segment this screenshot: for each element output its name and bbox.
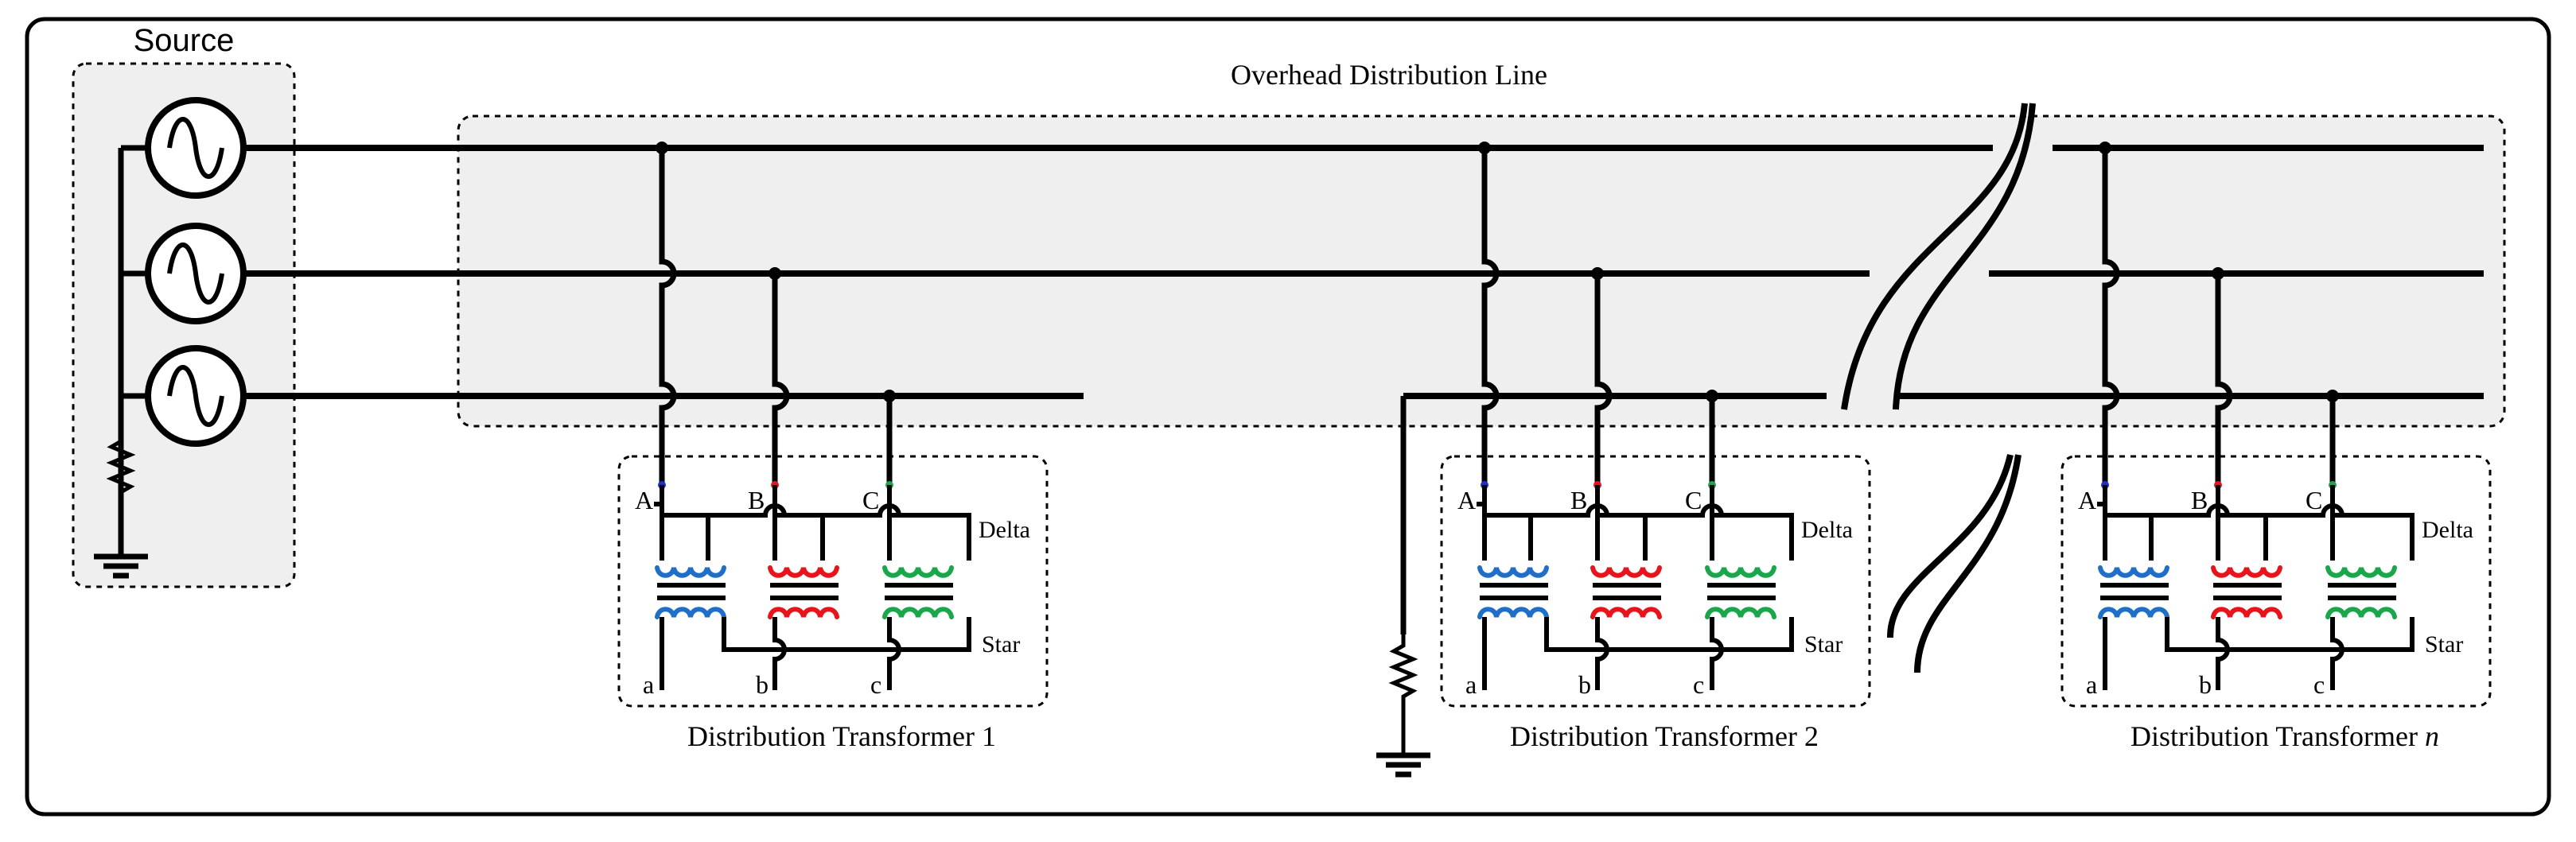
winding-coil <box>2211 565 2282 578</box>
feeder-lines <box>243 145 2484 399</box>
transformer-title: Distribution Transformer 1 <box>687 720 996 752</box>
winding-coil <box>1590 565 1662 578</box>
winding-coil <box>655 607 726 619</box>
winding-coil <box>882 607 954 619</box>
primary-label-a: A <box>1457 486 1476 514</box>
sine-wave-icon <box>167 365 224 427</box>
transformer-title: Distribution Transformer 2 <box>1510 720 1819 752</box>
tap-junction <box>1478 142 1491 154</box>
transformer-box <box>2060 455 2492 708</box>
primary-label-a: A <box>2078 486 2096 514</box>
winding-coil <box>882 565 954 578</box>
transformer-box <box>617 455 1049 708</box>
primary-label-a: A <box>635 486 653 514</box>
tap-junction <box>2099 142 2111 154</box>
resistor-icon <box>106 429 136 557</box>
star-label: Star <box>2425 631 2463 658</box>
tap-junction <box>1706 390 1718 402</box>
tap-junction <box>769 267 781 280</box>
winding-coil <box>768 607 839 619</box>
primary-label-b: B <box>1570 486 1587 514</box>
primary-label-b: B <box>748 486 765 514</box>
tap-junction <box>1591 267 1604 280</box>
sine-wave-icon <box>167 243 224 305</box>
winding-coil <box>655 565 726 578</box>
secondary-label-a: a <box>2086 670 2097 699</box>
ground-icon <box>94 553 148 579</box>
secondary-label-a: a <box>1465 670 1477 699</box>
primary-label-c: C <box>1685 486 1702 514</box>
source-title: Source <box>134 23 235 58</box>
line-break-symbol <box>1841 103 2036 673</box>
delta-label: Delta <box>2422 517 2473 543</box>
transformer-box <box>1440 455 1871 708</box>
source-generators <box>94 97 247 579</box>
secondary-label-a: a <box>643 670 654 699</box>
winding-coil <box>2098 607 2169 619</box>
tap-junction <box>2326 390 2339 402</box>
secondary-label-c: c <box>870 670 881 699</box>
secondary-label-b: b <box>2199 670 2212 699</box>
delta-label: Delta <box>1801 517 1853 543</box>
winding-coil <box>2211 607 2282 619</box>
generator-b <box>145 223 247 324</box>
secondary-label-b: b <box>1578 670 1591 699</box>
secondary-label-c: c <box>2313 670 2325 699</box>
winding-coil <box>2325 607 2397 619</box>
tap-junction <box>656 142 668 154</box>
delta-label: Delta <box>979 517 1030 543</box>
star-label: Star <box>1804 631 1843 658</box>
transformer-title: Distribution Transformer n <box>2130 720 2439 752</box>
generator-a <box>145 97 247 199</box>
secondary-label-c: c <box>1693 670 1704 699</box>
winding-coil <box>1477 607 1549 619</box>
resistor-icon <box>1388 634 1418 755</box>
overhead-line-title: Overhead Distribution Line <box>1231 59 1547 91</box>
primary-label-c: C <box>2306 486 2322 514</box>
generator-c <box>145 345 247 447</box>
winding-coil <box>2325 565 2397 578</box>
tap-junction <box>883 390 896 402</box>
secondary-label-b: b <box>756 670 769 699</box>
winding-coil <box>2098 565 2169 578</box>
winding-coil <box>1590 607 1662 619</box>
neutral-ground-2 <box>1376 396 1430 778</box>
winding-coil <box>1705 565 1776 578</box>
star-label: Star <box>982 631 1020 658</box>
winding-coil <box>1705 607 1776 619</box>
sine-wave-icon <box>167 117 224 179</box>
ground-icon <box>1376 752 1430 778</box>
primary-label-b: B <box>2191 486 2208 514</box>
winding-coil <box>768 565 839 578</box>
primary-label-c: C <box>862 486 879 514</box>
winding-coil <box>1477 565 1549 578</box>
tap-junction <box>2212 267 2224 280</box>
